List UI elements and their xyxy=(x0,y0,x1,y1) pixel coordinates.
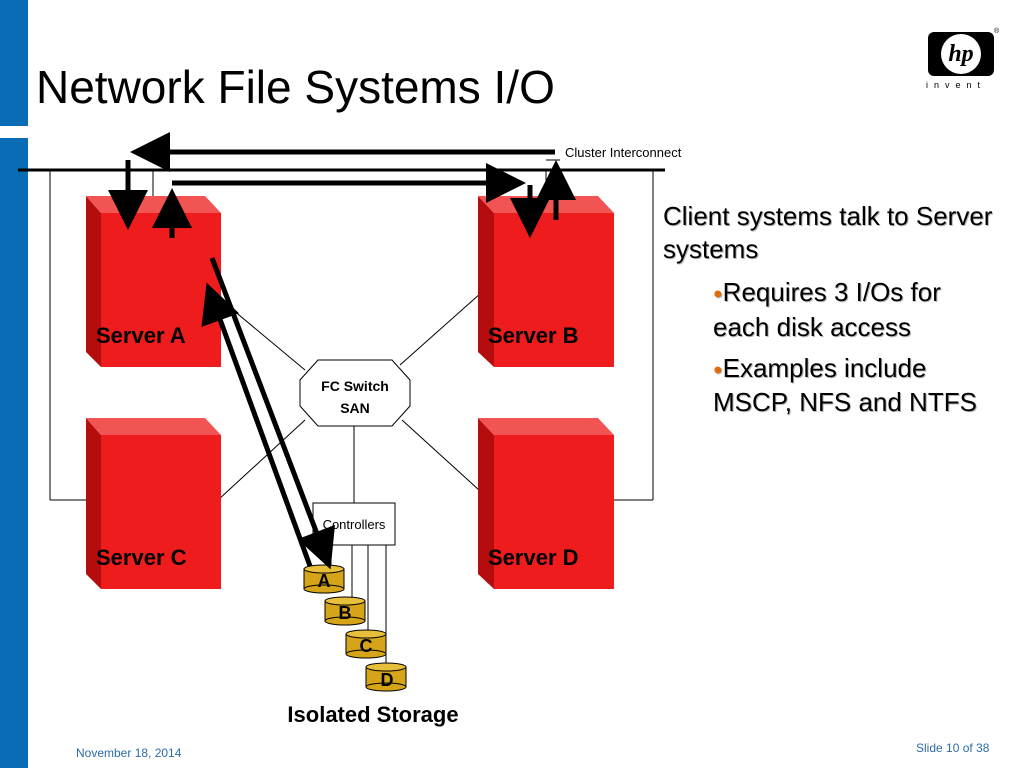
interconnect-label: Cluster Interconnect xyxy=(565,145,682,160)
server-d-box xyxy=(478,418,614,589)
hp-logo-registered: ® xyxy=(994,28,1000,35)
hp-logo: hp ® invent xyxy=(924,26,1000,96)
controllers-label: Controllers xyxy=(323,517,386,532)
slide-title: Network File Systems I/O xyxy=(36,61,555,113)
isolated-storage-label: Isolated Storage xyxy=(287,702,458,727)
server-a-box xyxy=(86,196,221,367)
arrow-disk-to-server-a xyxy=(201,282,313,567)
server-c-label: Server C xyxy=(96,545,187,570)
disk-b xyxy=(324,596,366,626)
server-d-label: Server D xyxy=(488,545,579,570)
slide-number: Slide 10 of 38 xyxy=(916,741,990,755)
disk-c-label: C xyxy=(360,636,373,656)
server-b-label: Server B xyxy=(488,323,579,348)
disk-d-label: D xyxy=(381,670,394,690)
bullet-sub-1-text: Requires 3 I/Os for each disk access xyxy=(713,277,941,342)
server-a-label: Server A xyxy=(96,323,186,348)
disk-c xyxy=(345,629,387,659)
bullet-sub-2-text: Examples include MSCP, NFS and NTFS xyxy=(713,352,977,418)
side-accent-top xyxy=(0,0,28,126)
server-b-box xyxy=(478,196,614,367)
bullet-main: Client systems talk to Server systems xyxy=(663,201,993,264)
disk-d xyxy=(365,662,407,692)
server-c-box xyxy=(86,418,221,589)
bullet-sub-2: ●Examples include MSCP, NFS and NTFS xyxy=(713,352,993,420)
disk-a-label: A xyxy=(318,571,331,591)
fc-switch-label: FC Switch xyxy=(321,378,389,394)
san-label: SAN xyxy=(340,400,370,416)
disk-b-label: B xyxy=(339,603,352,623)
hp-logo-mark: hp xyxy=(928,32,994,76)
side-accent-bottom xyxy=(0,138,28,768)
io-flow-arrows xyxy=(108,132,576,570)
bullet-dot-icon: ● xyxy=(713,285,723,303)
bullet-sub-1: ●Requires 3 I/Os for each disk access xyxy=(713,276,993,344)
footer-date: November 18, 2014 xyxy=(76,746,182,760)
hp-logo-text: hp xyxy=(941,34,981,74)
bullet-list: Client systems talk to Server systems ●R… xyxy=(663,200,993,427)
controllers-box xyxy=(312,502,396,546)
bullet-dot-icon: ● xyxy=(713,361,723,379)
hp-logo-tagline: invent xyxy=(926,80,987,90)
fc-switch-node xyxy=(299,359,411,427)
side-accent-bar xyxy=(0,0,28,768)
